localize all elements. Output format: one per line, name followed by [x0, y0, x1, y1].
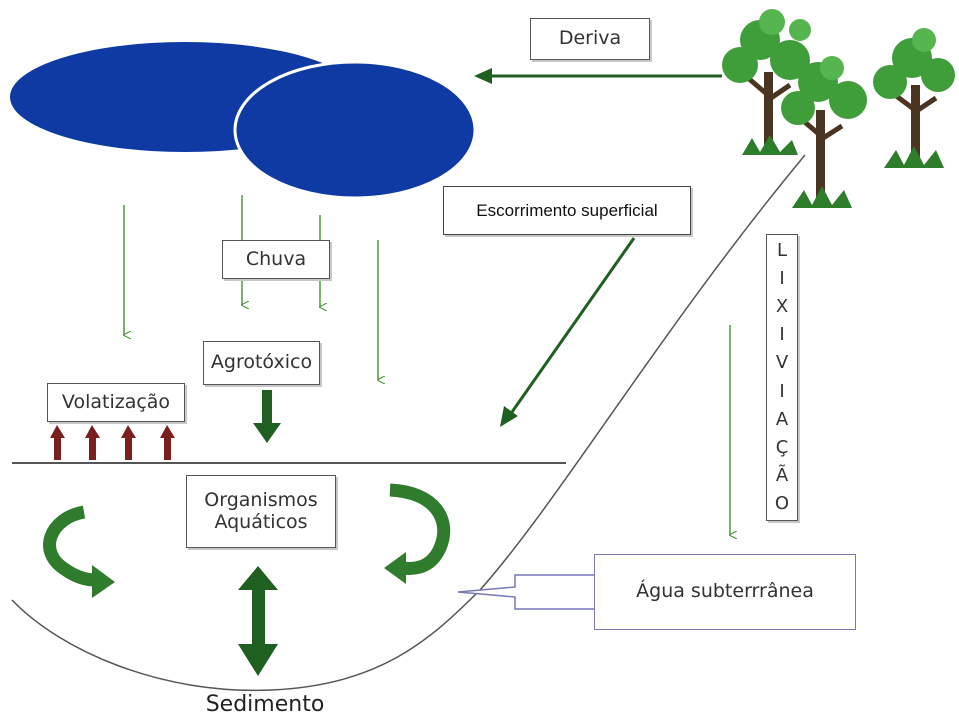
leaching-letter: X — [775, 296, 789, 318]
leaching-letter: Ã — [775, 464, 789, 486]
tree-icon — [722, 9, 811, 155]
basin-curve — [11, 154, 806, 692]
deriva-label-box: Deriva — [530, 18, 650, 60]
cloud-right-icon — [233, 60, 477, 200]
leaching-letter: I — [779, 268, 785, 290]
runoff-label: Escorrimento superficial — [476, 200, 658, 220]
sediment-label: Sedimento — [205, 692, 325, 717]
runoff-label-box: Escorrimento superficial — [443, 186, 691, 235]
leaching-letter: A — [775, 408, 789, 430]
rain-label: Chuva — [245, 247, 307, 270]
tree-icon — [873, 28, 955, 168]
volat-up-arrow — [50, 425, 65, 460]
volatilization-label: Volatização — [61, 390, 171, 413]
circulation-arrowhead-left-icon — [92, 565, 115, 598]
rain-label-box: Chuva — [222, 240, 330, 279]
trees-icon — [722, 9, 955, 208]
pesticide-label: Agrotóxico — [210, 351, 313, 374]
deriva-label: Deriva — [558, 27, 622, 50]
aquatic-organisms-label-line1: Organismos — [204, 488, 318, 511]
sediment-double-arrow — [238, 566, 278, 676]
groundwater-hollow-arrow — [457, 574, 600, 610]
leaching-letter: L — [776, 240, 788, 262]
leaching-letter: I — [779, 324, 785, 346]
pesticide-label-box: Agrotóxico — [203, 341, 320, 385]
runoff-arrowhead-icon — [500, 406, 518, 427]
aquatic-organisms-label-box: Organismos Aquáticos — [186, 475, 336, 548]
volatilization-label-box: Volatização — [47, 383, 185, 422]
groundwater-label-box: Água subterrrânea — [594, 554, 856, 630]
volatilization-arrows — [50, 425, 175, 460]
volat-up-arrow — [160, 425, 175, 460]
circulation-arrow-right — [389, 483, 451, 575]
volat-up-arrow — [121, 425, 136, 460]
volat-up-arrow — [85, 425, 100, 460]
leaching-letter: O — [774, 492, 790, 514]
aquatic-organisms-label-line2: Aquáticos — [214, 510, 308, 533]
leaching-letter: I — [779, 380, 785, 402]
runoff-arrow — [510, 237, 636, 413]
pesticide-down-arrow — [253, 390, 281, 443]
tree-icon — [781, 56, 867, 208]
leaching-letter: V — [775, 352, 789, 374]
leaching-label-box: L I X I V I A Ç Ã O — [766, 234, 798, 521]
circulation-arrowhead-right-icon — [384, 552, 406, 584]
deriva-arrowhead-icon — [474, 68, 492, 84]
groundwater-label: Água subterrrânea — [636, 580, 814, 603]
circulation-arrow-left — [43, 505, 97, 587]
leaching-letter: Ç — [775, 436, 789, 458]
